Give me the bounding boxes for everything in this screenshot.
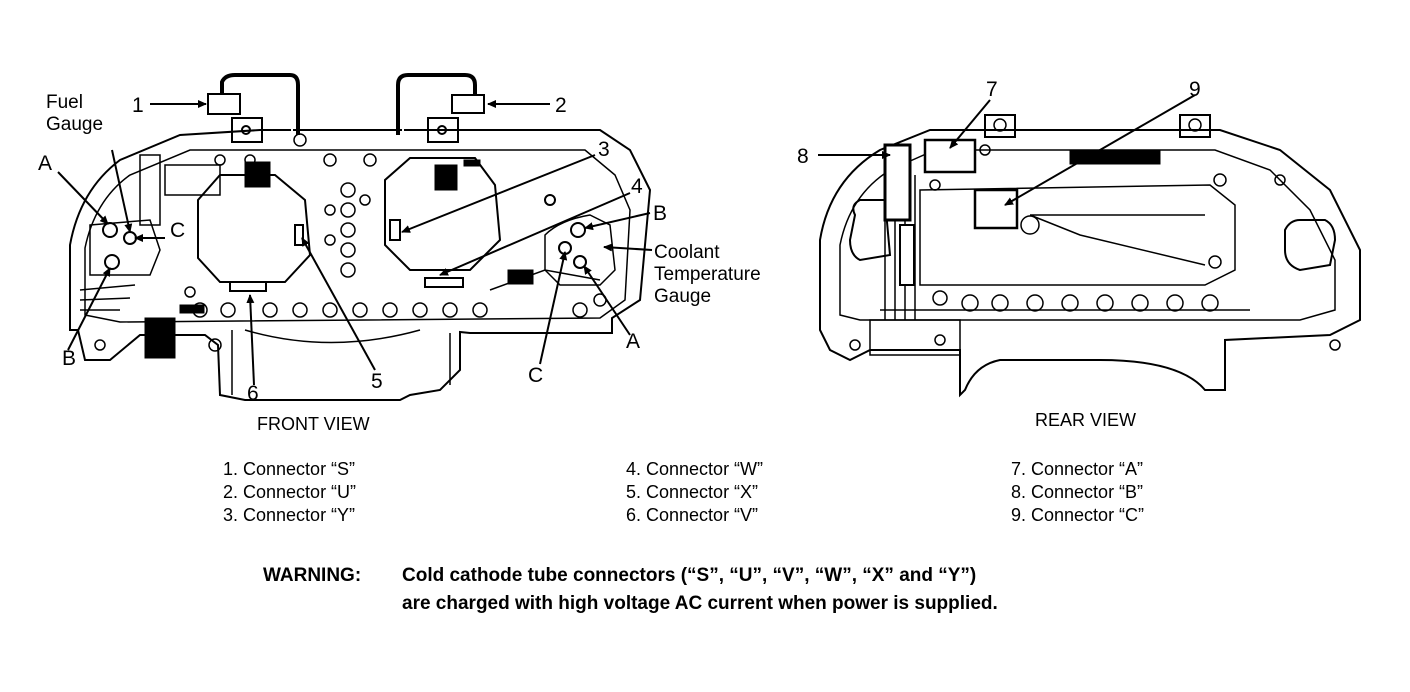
front-view-cluster [69,73,652,401]
callout-3: 3 [598,138,610,161]
front-view-labels: Fuel Gauge Coolant Temperature Gauge A C… [38,92,761,405]
fuel-gauge-label-line2: Gauge [46,114,103,135]
rear-view-cluster [819,114,1361,398]
coolant-label-line2: Temperature [654,264,761,285]
coolant-label-line1: Coolant [654,242,720,263]
legend-item: 5. Connector “X” [626,482,759,502]
callout-9: 9 [1189,78,1201,101]
front-view-leaders [57,100,653,386]
warning-prefix: WARNING: [263,565,362,586]
callout-1: 1 [132,94,144,117]
legend-item: 1. Connector “S” [223,459,356,479]
legend-item: 9. Connector “C” [1011,505,1145,525]
label-a-right: A [626,330,640,353]
rear-view-title: REAR VIEW [1035,410,1137,430]
legend-item: 2. Connector “U” [223,482,357,502]
legend-item: 8. Connector “B” [1011,482,1144,502]
legend-item: 7. Connector “A” [1011,459,1144,479]
rear-view-leaders [818,94,1196,206]
front-view-connector-bodies [144,93,534,359]
callout-5: 5 [371,370,383,393]
label-a-left: A [38,152,52,175]
label-b-left: B [62,347,76,370]
label-b-right: B [653,202,667,225]
legend-column-2: 4. Connector “W” 5. Connector “X” 6. Con… [626,458,763,527]
callout-6: 6 [247,382,259,405]
callout-7: 7 [986,78,998,101]
legend-item: 4. Connector “W” [626,459,764,479]
callout-4: 4 [631,175,643,198]
callout-8: 8 [797,145,809,168]
fuel-gauge-label-line1: Fuel [46,92,83,113]
label-c-right: C [528,364,543,387]
warning-line-1: Cold cathode tube connectors (“S”, “U”, … [402,565,977,586]
callout-2: 2 [555,94,567,117]
rear-view-connector-bodies [883,138,1161,286]
legend-column-3: 7. Connector “A” 8. Connector “B” 9. Con… [1011,458,1144,527]
legend-column-1: 1. Connector “S” 2. Connector “U” 3. Con… [223,458,356,527]
legend-item: 3. Connector “Y” [223,505,356,525]
warning-line-2: are charged with high voltage AC current… [402,593,998,614]
legend-item: 6. Connector “V” [626,505,759,525]
coolant-label-line3: Gauge [654,286,711,307]
front-view-title: FRONT VIEW [257,414,370,434]
rear-view-labels: 7 8 9 [797,78,1201,168]
label-c-left: C [170,219,185,242]
